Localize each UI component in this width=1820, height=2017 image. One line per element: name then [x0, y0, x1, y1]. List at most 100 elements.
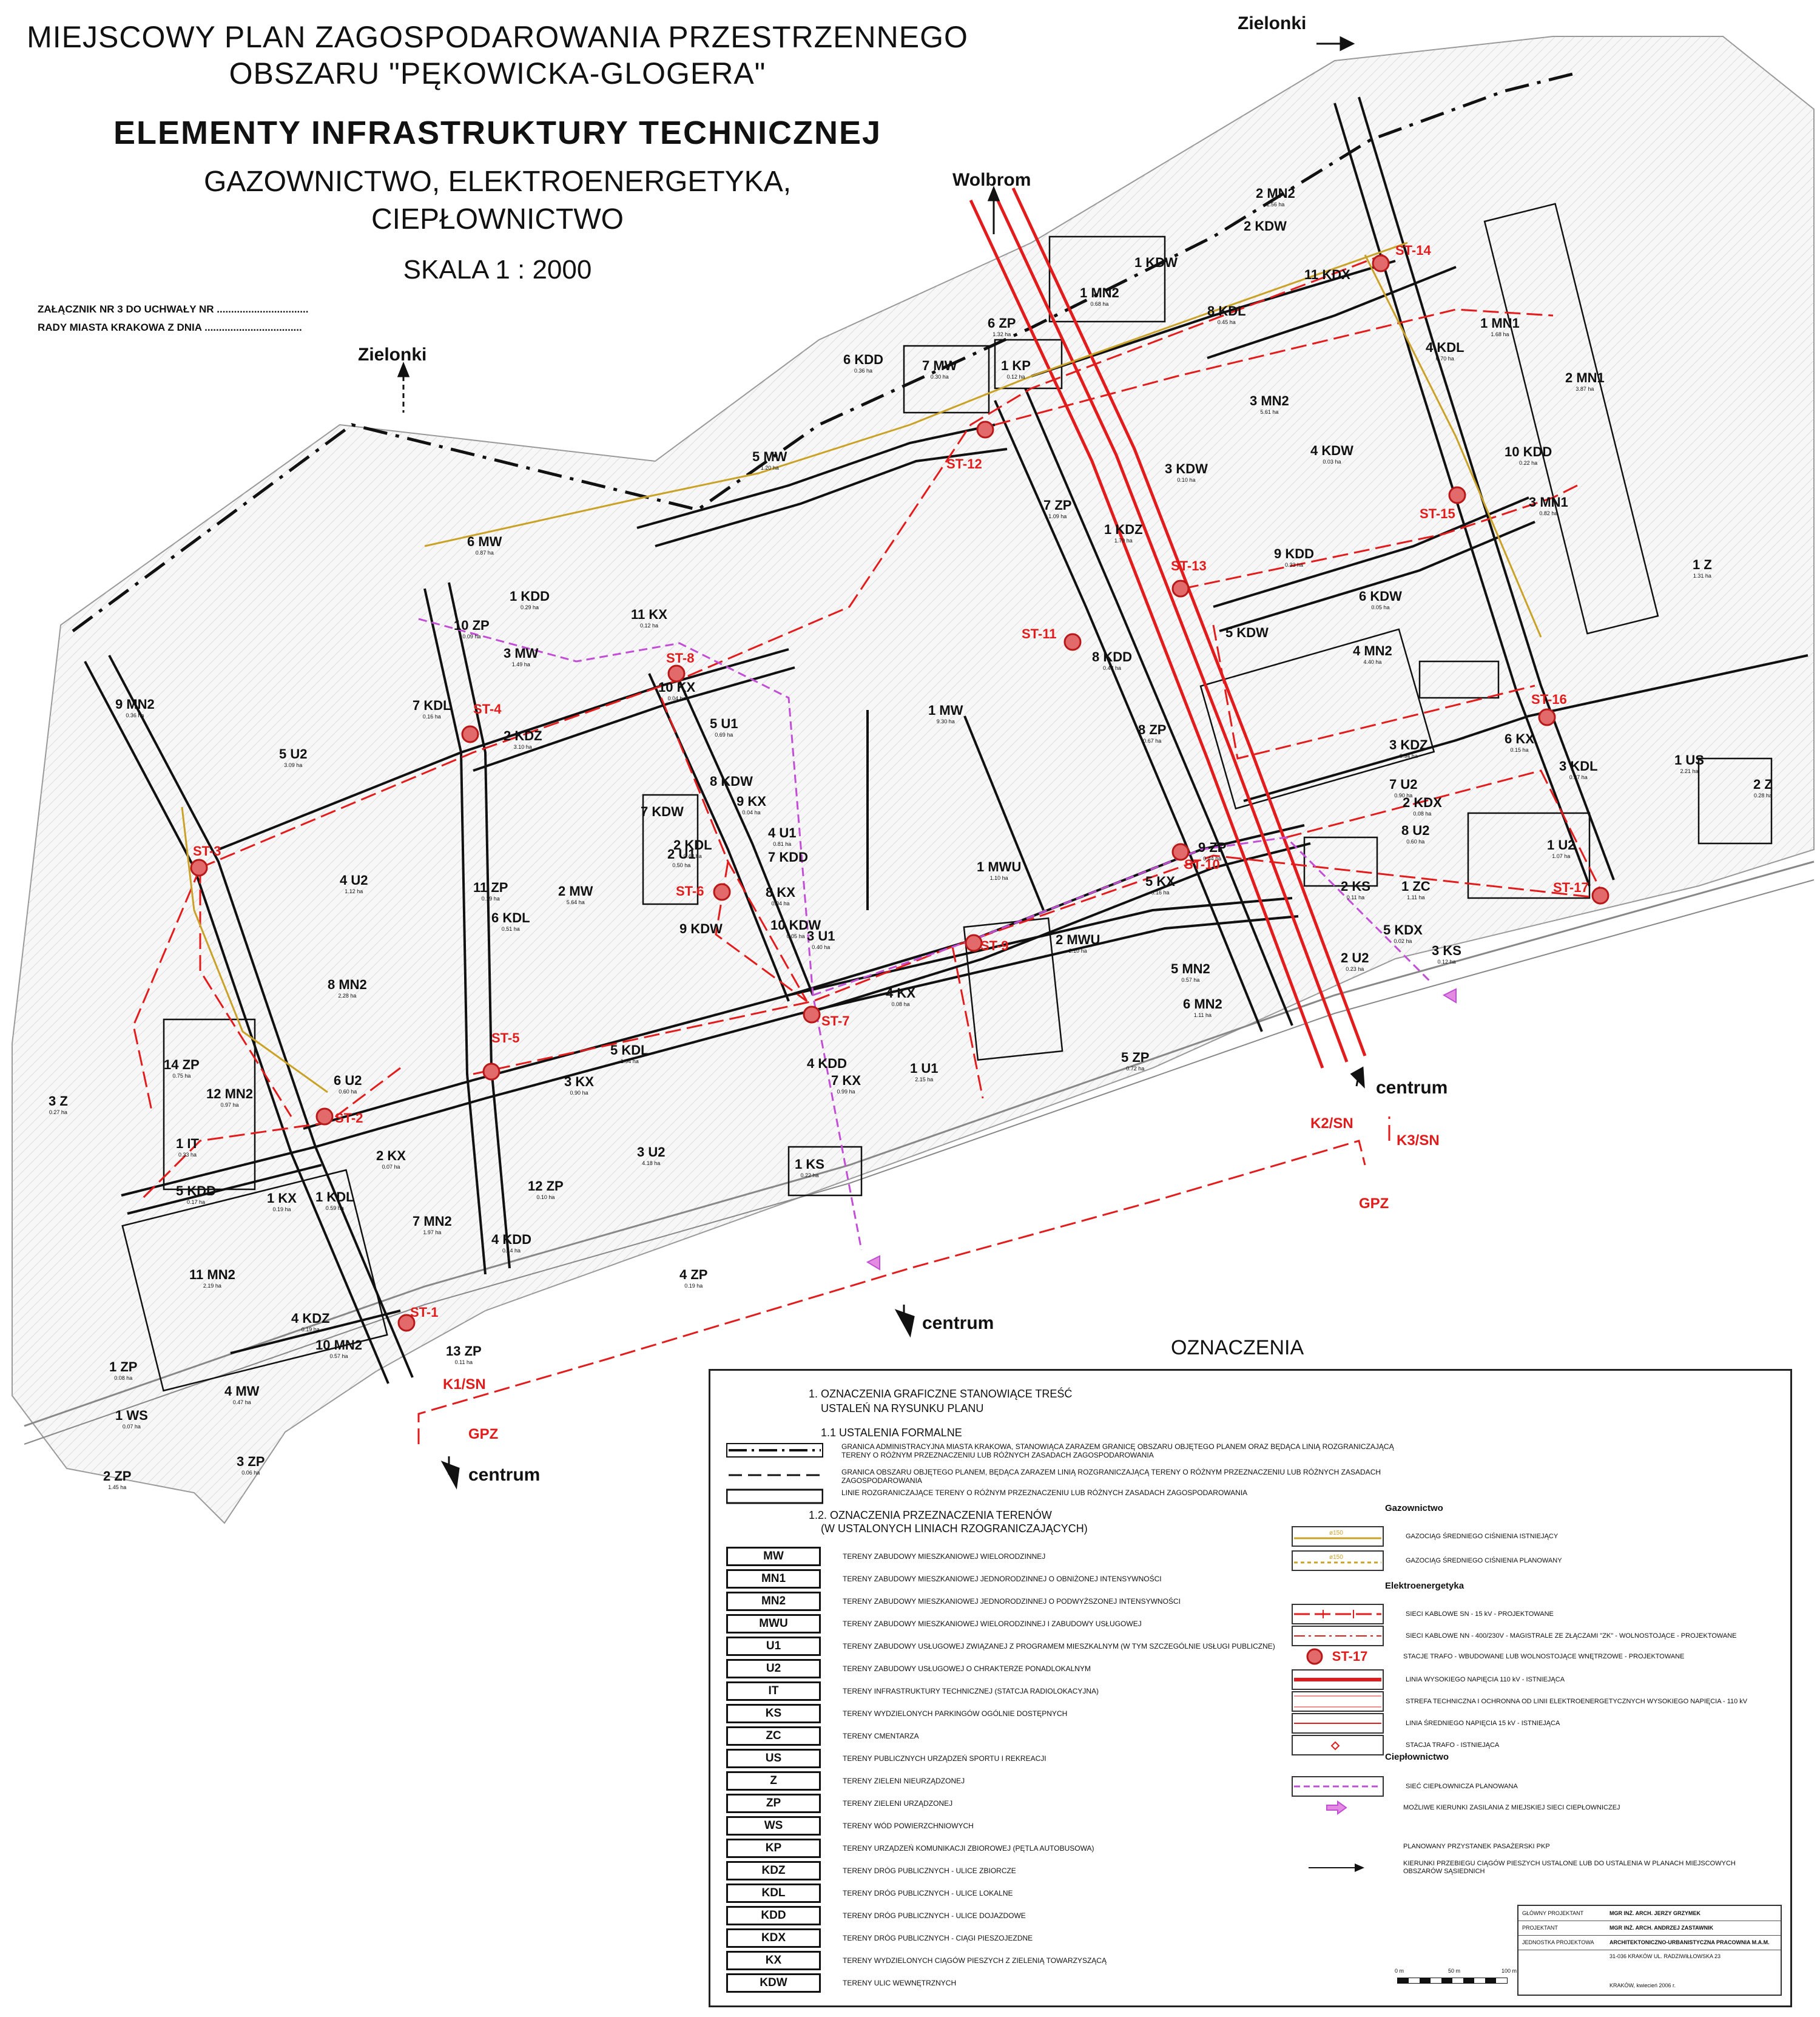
legend-code-box: KDW [726, 1973, 821, 1993]
zone-area: 0.27 ha [49, 1109, 67, 1115]
legend-formal-row: GRANICA OBSZARU OBJĘTEGO PLANEM, BĘDĄCA … [726, 1468, 1418, 1485]
zone-code: 2 MN1 [1565, 370, 1605, 385]
zone-area: 0.09 ha [462, 633, 481, 640]
zone-area: 0.69 ha [715, 732, 733, 738]
direction-label: Wolbrom [952, 170, 1031, 190]
zone-area: 1.49 ha [511, 661, 530, 667]
station-st-7 [803, 1005, 821, 1024]
zone-area: 1.07 ha [1552, 853, 1571, 859]
station-label: ST-11 [1022, 626, 1057, 641]
zone-code: 7 KDL [413, 698, 451, 713]
zone-area: 1.12 ha [345, 888, 363, 894]
station-st-8 [667, 664, 686, 683]
zone-area: 0.87 ha [475, 550, 494, 556]
zone-area: 0.59 ha [325, 1205, 344, 1211]
zone-area: 4.18 ha [642, 1160, 661, 1166]
heat-network-symbol [1292, 1776, 1384, 1797]
direction-label: Zielonki [1238, 13, 1307, 33]
zone-code: 8 KDD [1092, 649, 1133, 664]
zone-area: 0.17 ha [186, 1199, 206, 1205]
zone-area: 0.94 ha [1399, 753, 1418, 759]
svg-text:ø150: ø150 [1329, 1530, 1343, 1536]
zone-area: 1.20 ha [760, 465, 779, 471]
legend-code-desc: TERENY DRÓG PUBLICZNYCH - ULICE LOKALNE [843, 1889, 1013, 1897]
zone-area: 0.04 ha [771, 900, 790, 907]
zone-area: 9.30 ha [936, 718, 955, 725]
zone-code: 1 KX [267, 1191, 297, 1206]
hv-lines [969, 187, 1367, 1069]
sn-cables [132, 254, 1603, 1444]
zone-code: 3 KS [1432, 943, 1461, 958]
zone-code: 1 Z [1693, 557, 1712, 572]
station-label: ST-7 [821, 1013, 850, 1029]
stations [190, 254, 1609, 1332]
zone-area: 1.09 ha [1048, 513, 1067, 519]
zone-area: 0.82 ha [1539, 510, 1558, 516]
legend-code-desc: TERENY ZIELENI NIEURZĄDZONEJ [843, 1777, 965, 1785]
direction-label: centrum [468, 1465, 541, 1485]
station-st-5 [482, 1063, 500, 1081]
zone-code: 2 ZP [103, 1468, 132, 1484]
legend-formal-desc: GRANICA ADMINISTRACYJNA MIASTA KRAKOWA, … [841, 1442, 1394, 1459]
zone-code: 12 ZP [528, 1178, 564, 1194]
legend-code-desc: TERENY WYDZIELONYCH PARKINGÓW OGÓLNIE DO… [843, 1709, 1068, 1718]
station-label: ST-8 [666, 650, 695, 666]
zone-area: 0.15 ha [1510, 747, 1529, 753]
legend-code-desc: TERENY INFRASTRUKTURY TECHNICZNEJ (STATC… [843, 1687, 1099, 1695]
zone-code: 2 MN2 [1256, 186, 1295, 201]
zone-area: 0.81 ha [773, 841, 792, 847]
legend-power-desc: STREFA TECHNICZNA I OCHRONNA OD LINII EL… [1406, 1697, 1748, 1705]
zone-area: 0.67 ha [1143, 738, 1162, 744]
zone-code: 8 KX [766, 885, 795, 900]
direction-arrows [397, 36, 1365, 1490]
legend-heat-desc: MOŻLIWE KIERUNKI ZASILANIA Z MIEJSKIEJ S… [1403, 1803, 1620, 1811]
zone-code: 8 KDW [710, 774, 753, 789]
boundary-admin-symbol [726, 1442, 823, 1458]
zone-code: 1 KS [795, 1157, 824, 1172]
subtitle-line1: GAZOWNICTWO, ELEKTROENERGETYKA, [203, 166, 792, 198]
zone-area: 2.15 ha [915, 1076, 934, 1083]
zone-area: 1.68 ha [1491, 331, 1509, 337]
legend-code-box: WS [726, 1816, 821, 1836]
legend-power-row: LINIA WYSOKIEGO NAPIĘCIA 110 kV - ISTNIE… [1292, 1669, 1764, 1690]
zone-code: 2 KDW [1244, 218, 1287, 234]
power-heading: Elektroenergetyka [1385, 1581, 1464, 1591]
zone-code: 9 KDD [1274, 546, 1315, 561]
zone-code: 1 MN2 [1080, 285, 1119, 300]
zone-area: 0.08 ha [1413, 811, 1432, 817]
zone-code: 9 KDW [679, 921, 723, 936]
zone-code: 1 WS [115, 1408, 148, 1423]
zone-code: 2 KDX [1403, 795, 1442, 810]
legend-code-desc: TERENY ZABUDOWY MIESZKANIOWEJ WIELORODZI… [843, 1620, 1142, 1628]
legend-section12-line1: 1.2. OZNACZENIA PRZEZNACZENIA TERENÓW [809, 1509, 1052, 1521]
zone-code: 1 U1 [910, 1061, 939, 1076]
zone-code: 10 MN2 [315, 1337, 363, 1353]
legend-code-box: ZP [726, 1794, 821, 1813]
zone-area: 0.03 ha [1323, 459, 1341, 465]
zone-area: 0.36 ha [854, 368, 873, 374]
legend-section1-line1: 1. OZNACZENIA GRAFICZNE STANOWIĄCE TREŚĆ [809, 1388, 1073, 1400]
legend-code-box: U1 [726, 1637, 821, 1656]
zone-code: 2 KDL [673, 837, 712, 853]
gas-pipelines [181, 242, 1542, 1093]
legend-power-row: STACJA TRAFO - ISTNIEJĄCA [1292, 1735, 1764, 1755]
zone-label: 1 KDW [1134, 255, 1178, 271]
legend-panel: 1. OZNACZENIA GRAFICZNE STANOWIĄCE TREŚĆ… [709, 1369, 1792, 2007]
